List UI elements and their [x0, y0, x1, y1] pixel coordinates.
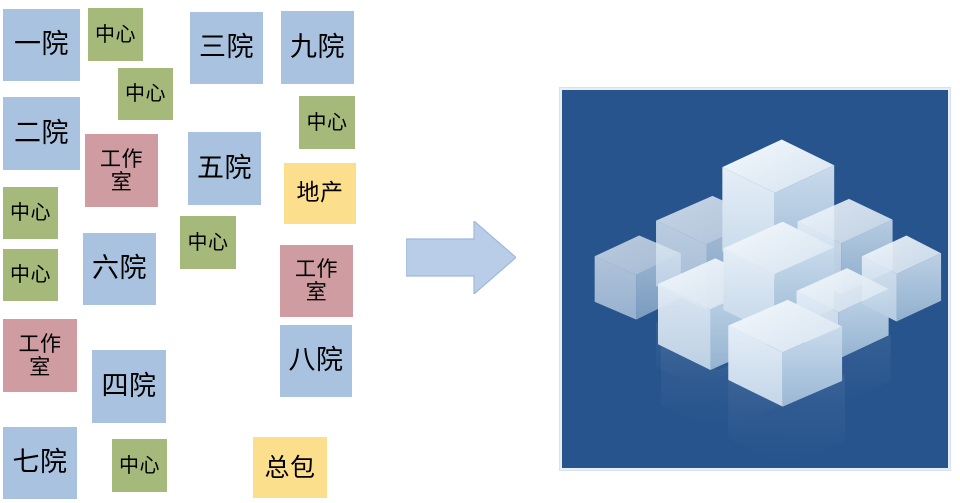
org-block[interactable]: 工作 室 — [85, 134, 158, 207]
org-block[interactable]: 中心 — [88, 8, 143, 61]
3d-cubes-image — [560, 88, 950, 470]
org-block[interactable]: 中心 — [299, 96, 355, 149]
right-arrow-icon — [406, 221, 516, 294]
org-block[interactable]: 七院 — [3, 427, 77, 499]
org-block[interactable]: 九院 — [281, 11, 354, 84]
org-block[interactable]: 中心 — [180, 216, 236, 269]
org-block[interactable]: 六院 — [83, 233, 156, 305]
org-block[interactable]: 工作 室 — [3, 319, 77, 392]
org-block[interactable]: 总包 — [253, 437, 327, 498]
org-block[interactable]: 中心 — [3, 187, 58, 239]
org-block[interactable]: 五院 — [188, 132, 261, 205]
org-block[interactable]: 三院 — [190, 12, 263, 84]
org-block[interactable]: 中心 — [112, 439, 167, 492]
org-block[interactable]: 二院 — [3, 97, 80, 170]
org-block[interactable]: 中心 — [118, 68, 173, 120]
org-block[interactable]: 一院 — [3, 9, 80, 81]
org-block[interactable]: 八院 — [280, 325, 352, 397]
org-block[interactable]: 地产 — [284, 163, 356, 224]
org-block[interactable]: 中心 — [3, 249, 58, 301]
org-block[interactable]: 四院 — [92, 350, 166, 423]
org-block[interactable]: 工作 室 — [280, 245, 353, 317]
